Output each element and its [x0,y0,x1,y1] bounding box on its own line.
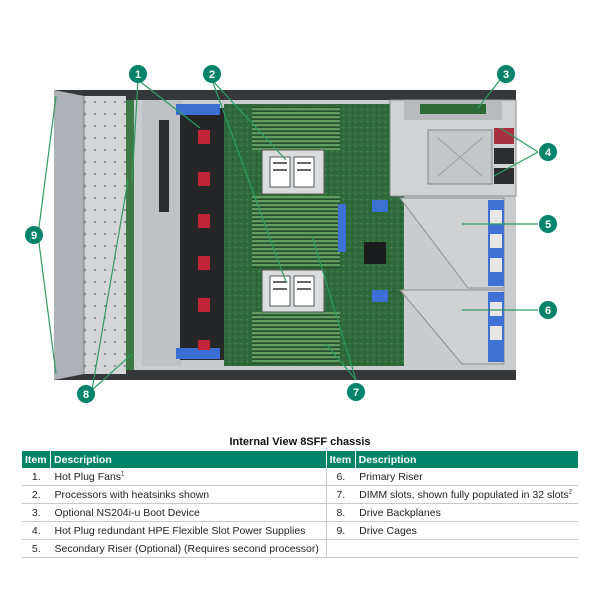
svg-text:4: 4 [545,147,552,159]
item-number: 3. [22,503,51,522]
callout-3: 3 [497,65,515,83]
header-item-left: Item [22,451,51,468]
item-description: Processors with heatsinks shown [50,485,327,504]
table-row: 4. Hot Plug redundant HPE Flexible Slot … [22,521,578,540]
item-description: DIMM slots, shown fully populated in 32 … [355,485,578,504]
chipset [364,242,386,264]
callout-8: 8 [77,385,95,403]
component-table: Item Description Item Description 1. Hot… [22,451,578,558]
item-number: 5. [22,539,51,558]
table-row: 3. Optional NS204i-u Boot Device 8. Driv… [22,503,578,522]
item-description: Hot Plug Fans1 [50,468,327,486]
item-number: 2. [22,485,51,504]
callout-7: 7 [347,383,365,401]
item-number: 9. [326,521,356,540]
leader-lines [37,79,539,391]
svg-text:7: 7 [353,387,359,399]
callout-5: 5 [539,215,557,233]
svg-text:6: 6 [545,305,551,317]
item-number: 1. [22,468,51,486]
callout-4: 4 [539,143,557,161]
server-internal-diagram: 1 2 3 4 5 6 7 8 [25,65,557,403]
svg-text:9: 9 [31,230,37,242]
table-header-row: Item Description Item Description [22,451,578,468]
item-number: 8. [326,503,356,522]
table-row: 1. Hot Plug Fans1 6. Primary Riser [22,468,578,486]
item-description: Primary Riser [355,468,578,486]
callout-2: 2 [203,65,221,83]
callout-badges: 1 2 3 4 5 6 7 8 [25,65,557,403]
item-number: 6. [326,468,356,486]
item-number: 4. [22,521,51,540]
item-description [355,539,578,558]
air-baffle-clip [338,204,346,252]
svg-text:1: 1 [135,69,141,81]
fan-bay [142,100,224,366]
table-row: 5. Secondary Riser (Optional) (Requires … [22,539,578,558]
processor-heatsink-1 [261,149,325,195]
item-description: Hot Plug redundant HPE Flexible Slot Pow… [50,521,327,540]
rear-cage [389,99,517,197]
item-description: Drive Backplanes [355,503,578,522]
secondary-riser [372,197,505,289]
item-description: Optional NS204i-u Boot Device [50,503,327,522]
callout-9: 9 [25,226,43,244]
callout-1: 1 [129,65,147,83]
callout-6: 6 [539,301,557,319]
svg-text:8: 8 [83,389,89,401]
drive-backplane [126,100,134,370]
svg-text:5: 5 [545,219,551,231]
svg-text:3: 3 [503,69,509,81]
header-item-right: Item [326,451,356,468]
processor-heatsink-2 [261,269,325,313]
table-caption: Internal View 8SFF chassis [229,436,371,448]
svg-text:2: 2 [209,69,215,81]
item-description: Drive Cages [355,521,578,540]
header-description-right: Description [355,451,578,468]
table-row: 2. Processors with heatsinks shown 7. DI… [22,485,578,504]
item-number: 7. [326,485,356,504]
drive-cage [54,90,126,380]
item-number [326,539,356,558]
item-description: Secondary Riser (Optional) (Requires sec… [50,539,327,558]
dimm-banks [252,106,340,364]
header-description-left: Description [50,451,327,468]
